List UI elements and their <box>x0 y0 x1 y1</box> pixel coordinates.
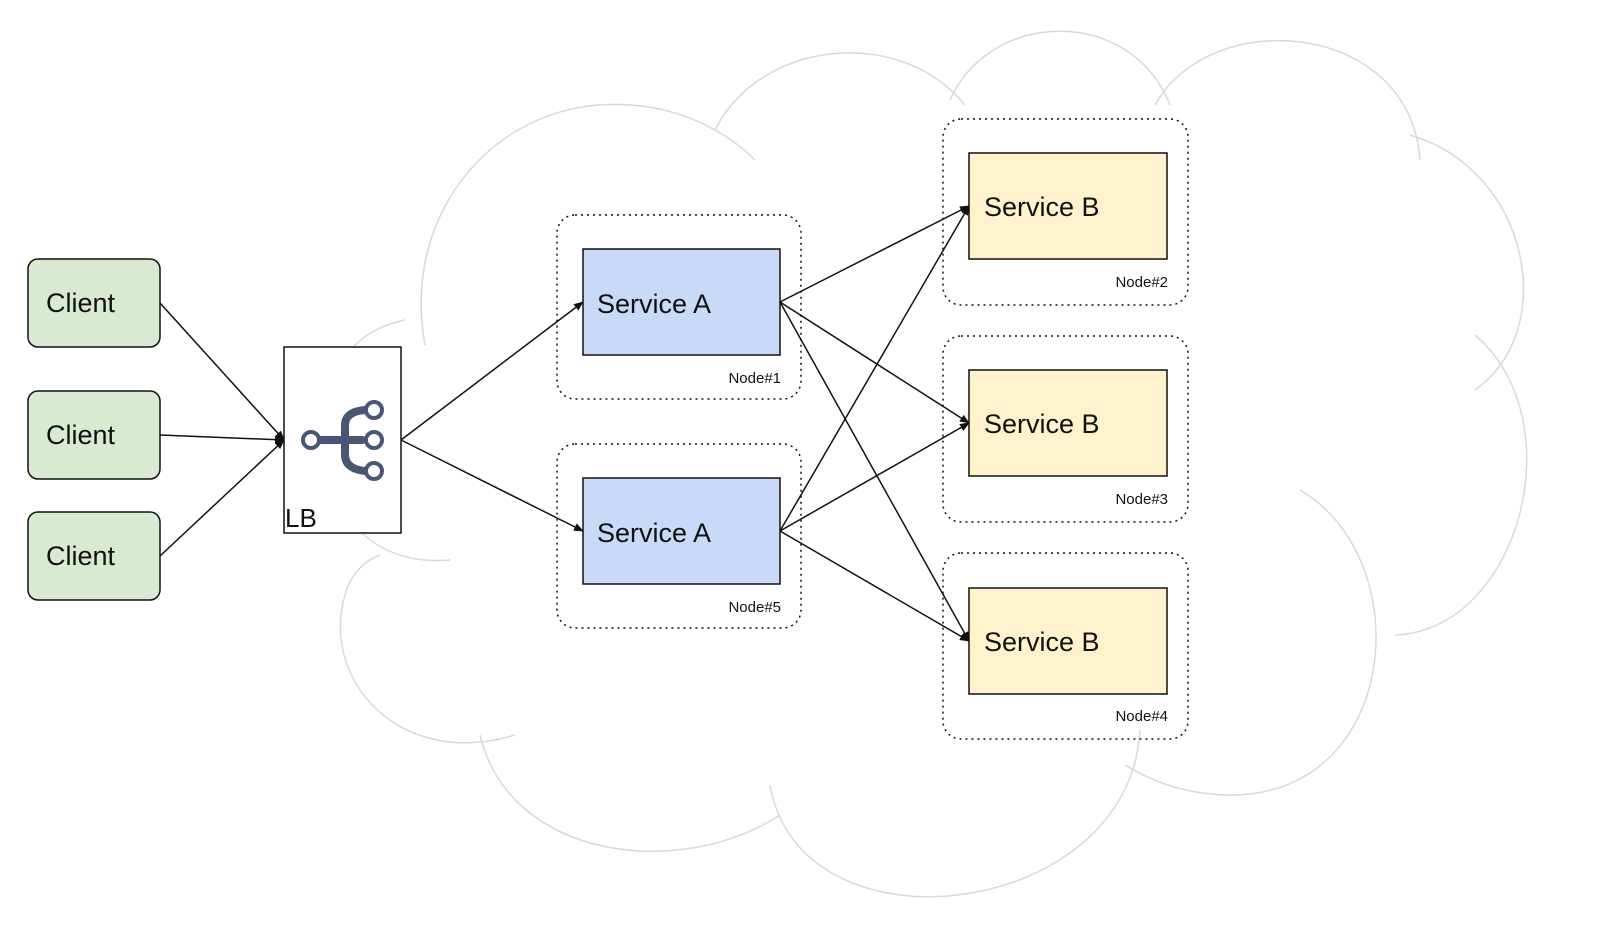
client-box[interactable]: Client <box>27 258 161 348</box>
fork-icon <box>314 406 372 475</box>
arrow-client-1-to-lb <box>159 302 285 441</box>
service-a-box[interactable]: Service A <box>582 477 781 585</box>
service-label: Service A <box>597 518 711 548</box>
connection-arrows <box>159 205 970 642</box>
arrow-service-a-2-to-service-b-2 <box>779 422 970 532</box>
arrow-service-a-1-to-service-b-1 <box>779 205 970 303</box>
node-label: Node#1 <box>728 370 781 387</box>
node-container: Node#5 <box>556 443 802 629</box>
node-container: Node#4 <box>942 552 1189 740</box>
service-b-box[interactable]: Service B <box>968 152 1168 260</box>
service-a-box[interactable]: Service A <box>582 248 781 356</box>
client-box[interactable]: Client <box>27 511 161 601</box>
service-b-box[interactable]: Service B <box>968 587 1168 695</box>
node-label: Node#4 <box>1115 708 1168 725</box>
arrow-client-2-to-lb <box>159 434 285 444</box>
service-label: Service A <box>597 289 711 319</box>
service-label: Service B <box>984 192 1100 222</box>
arrow-lb-to-service-a-2 <box>400 439 584 532</box>
service-b-box[interactable]: Service B <box>968 369 1168 477</box>
client-box[interactable]: Client <box>27 390 161 480</box>
cloud-icon <box>322 30 1528 898</box>
load-balancer-box[interactable]: LB <box>283 346 402 534</box>
arrow-lb-to-service-a-1 <box>400 301 584 441</box>
client-label: Client <box>46 541 116 571</box>
node-container: Node#3 <box>942 335 1189 523</box>
service-label: Service B <box>984 409 1100 439</box>
arrow-service-a-1-to-service-b-3 <box>779 301 970 642</box>
node-container: Node#2 <box>942 118 1189 306</box>
arrow-service-a-1-to-service-b-2 <box>779 301 970 424</box>
node-label: Node#2 <box>1115 274 1168 291</box>
client-label: Client <box>46 420 116 450</box>
node-label: Node#3 <box>1115 491 1168 508</box>
node-label: Node#5 <box>728 599 781 616</box>
fork-icon-endpoints <box>301 400 384 481</box>
client-label: Client <box>46 288 116 318</box>
arrow-service-a-2-to-service-b-1 <box>779 205 970 532</box>
node-container: Node#1 <box>556 214 802 400</box>
arrow-service-a-2-to-service-b-3 <box>779 530 970 642</box>
arrow-client-3-to-lb <box>159 439 285 557</box>
service-label: Service B <box>984 627 1100 657</box>
lb-label: LB <box>285 503 317 533</box>
